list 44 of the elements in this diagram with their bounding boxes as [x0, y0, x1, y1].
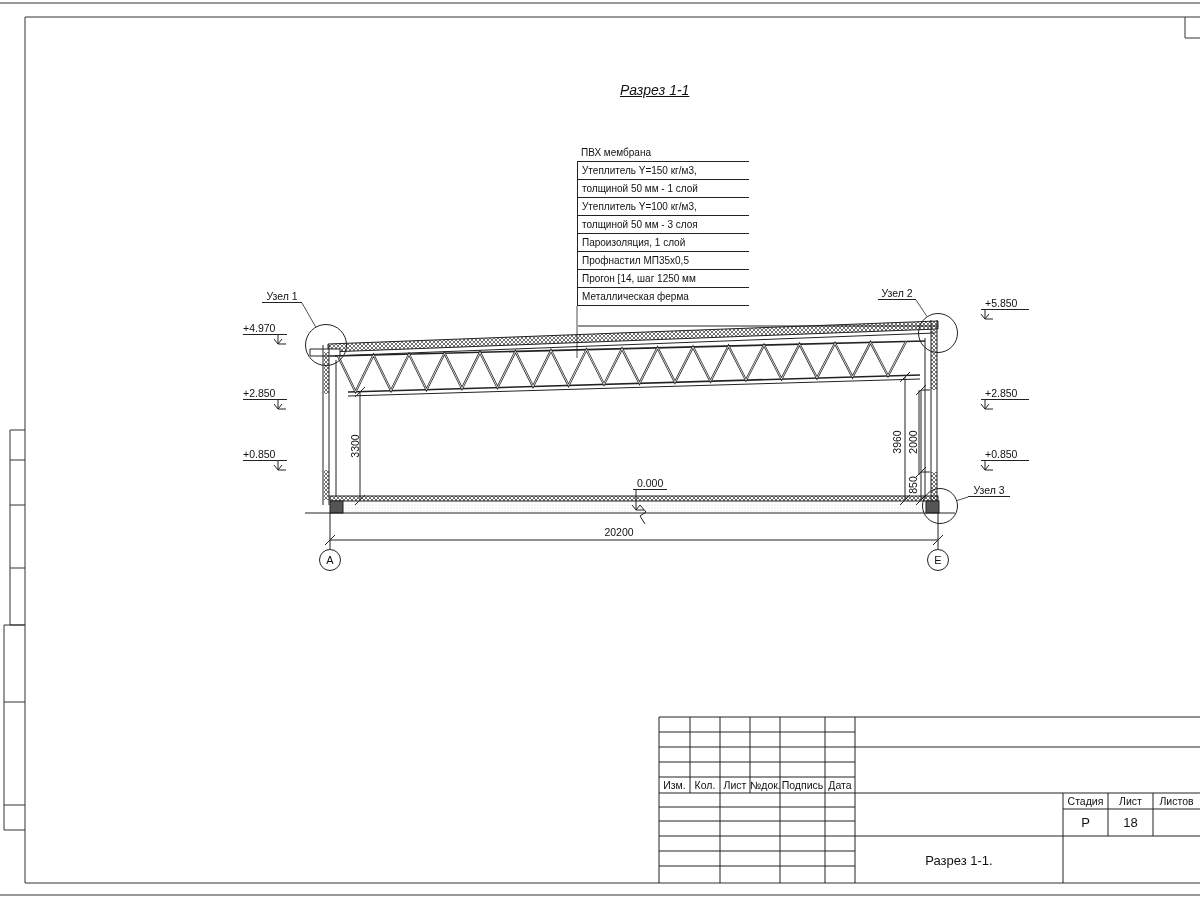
layer-callout-item: толщиной 50 мм - 3 слоя	[577, 216, 749, 234]
level-mark-label: 0.000	[633, 477, 667, 490]
layer-callout-item: ПВХ мембрана	[577, 144, 749, 162]
column-header: Изм.	[662, 779, 687, 791]
level-mark-label: +0.850	[981, 448, 1029, 461]
layer-callout	[577, 144, 749, 306]
level-mark-label: +5.850	[981, 297, 1029, 310]
detail-label: Узел 2	[878, 287, 916, 300]
dimension-value: 20200	[603, 526, 635, 538]
level-mark-label: +4.970	[243, 322, 287, 335]
column-header: Стадия	[1066, 795, 1105, 807]
leader-line	[956, 496, 969, 501]
sheet-title: Разрез 1-1.	[924, 853, 994, 868]
column-header: Подпись	[780, 779, 825, 791]
level-mark-label: +0.850	[243, 448, 287, 461]
column-header: Листов	[1158, 795, 1195, 807]
table-value: 18	[1122, 815, 1139, 830]
leader-line	[576, 305, 578, 359]
layer-callout-item: Утеплитель Y=100 кг/м3,	[577, 198, 749, 216]
leader-line	[301, 302, 316, 328]
level-mark-label: +2.850	[981, 387, 1029, 400]
drawing-title: Разрез 1-1	[620, 82, 690, 98]
layer-callout-item: Профнастил МП35х0,5	[577, 252, 749, 270]
column-header: Лист	[1118, 795, 1143, 807]
column-header: Кол.	[693, 779, 717, 791]
level-mark-label: +2.850	[243, 387, 287, 400]
column-header: Дата	[827, 779, 853, 791]
layer-callout-item: Прогон [14, шаг 1250 мм	[577, 270, 749, 288]
column-header: №док.	[750, 779, 780, 791]
leader-line	[915, 299, 928, 317]
axis-label: А	[326, 554, 334, 566]
table-value: Р	[1080, 815, 1091, 830]
dimension-value: 3960	[891, 430, 903, 454]
layer-callout-item: Утеплитель Y=150 кг/м3,	[577, 162, 749, 180]
layer-callout-item: толщиной 50 мм - 1 слой	[577, 180, 749, 198]
detail-label: Узел 3	[968, 484, 1010, 497]
dimension-value: 850	[907, 476, 919, 494]
detail-label: Узел 1	[262, 290, 302, 303]
dimension-value: 3300	[349, 434, 361, 458]
layer-callout-item: Пароизоляция, 1 слой	[577, 234, 749, 252]
column-header: Лист	[722, 779, 748, 791]
axis-label: Е	[934, 554, 942, 566]
dimension-value: 2000	[907, 430, 919, 454]
layer-callout-item: Металлическая ферма	[577, 288, 749, 306]
